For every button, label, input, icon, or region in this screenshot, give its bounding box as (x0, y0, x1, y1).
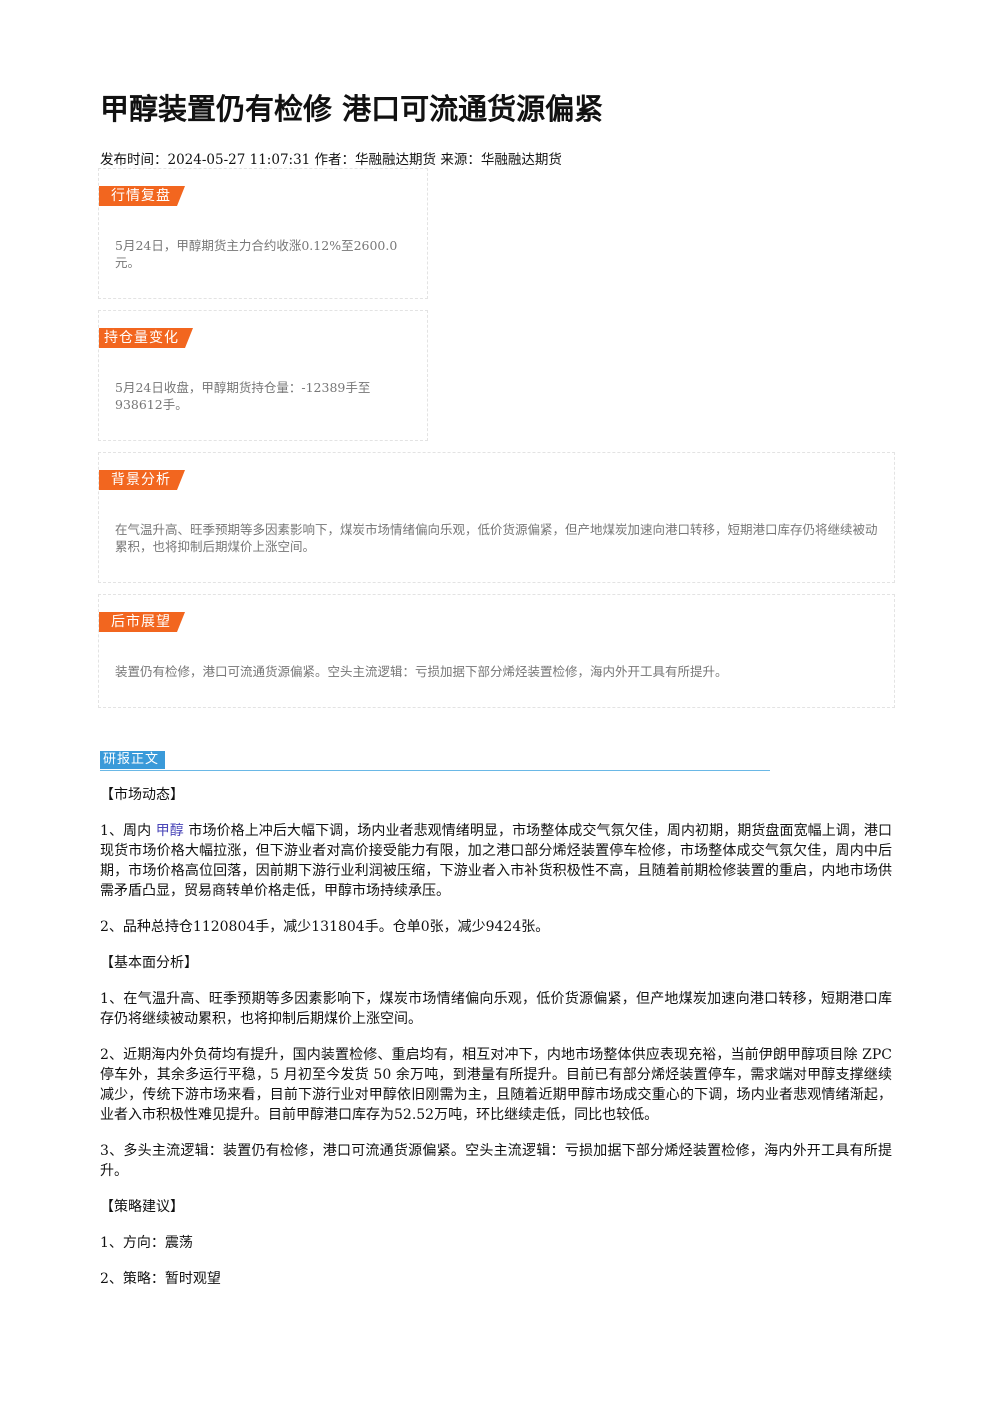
methanol-link[interactable]: 甲醇 (155, 823, 184, 839)
report-body: 【市场动态】 1、周内 甲醇 市场价格上冲后大幅下调，场内业者悲观情绪明显，市场… (100, 785, 892, 1305)
report-heading: 研报正文 (100, 751, 166, 769)
report-section-header: 研报正文 (100, 751, 770, 771)
outlook-card: 后市展望 装置仍有检修，港口可流通货源偏紧。空头主流逻辑：亏损加据下部分烯烃装置… (98, 594, 895, 708)
background-card: 背景分析 在气温升高、旺季预期等多因素影响下，煤炭市场情绪偏向乐观，低价货源偏紧… (98, 452, 895, 583)
market-review-card: 行情复盘 5月24日，甲醇期货主力合约收涨0.12%至2600.0元。 (98, 168, 428, 299)
fundamental-paragraph-3: 3、多头主流逻辑：装置仍有检修，港口可流通货源偏紧。空头主流逻辑：亏损加据下部分… (100, 1143, 892, 1179)
outlook-tag: 后市展望 (99, 612, 185, 632)
fundamental-paragraph-2: 2、近期海内外负荷均有提升，国内装置检修、重启均有，相互对冲下，内地市场整体供应… (100, 1047, 892, 1123)
background-tag: 背景分析 (99, 470, 185, 490)
background-text: 在气温升高、旺季预期等多因素影响下，煤炭市场情绪偏向乐观，低价货源偏紧，但产地煤… (115, 522, 878, 554)
strategy-plan: 2、策略：暂时观望 (100, 1271, 221, 1287)
market-paragraph-1-prefix: 1、周内 (100, 823, 152, 839)
strategy-title: 【策略建议】 (100, 1199, 184, 1215)
article-meta: 发布时间：2024-05-27 11:07:31 作者：华融融达期货 来源：华融… (100, 152, 562, 168)
market-paragraph-1: 1、周内 甲醇 市场价格上冲后大幅下调，场内业者悲观情绪明显，市场整体成交气氛欠… (100, 821, 892, 901)
market-review-tag: 行情复盘 (99, 186, 185, 206)
strategy-direction: 1、方向：震荡 (100, 1235, 193, 1251)
market-paragraph-2: 2、品种总持仓1120804手，减少131804手。仓单0张，减少9424张。 (100, 919, 550, 935)
market-paragraph-1-rest: 市场价格上冲后大幅下调，场内业者悲观情绪明显，市场整体成交气氛欠佳，周内初期，期… (100, 823, 893, 899)
market-dynamics-title: 【市场动态】 (100, 787, 184, 803)
position-change-card: 持仓量变化 5月24日收盘，甲醇期货持仓量：-12389手至938612手。 (98, 310, 428, 441)
page-title: 甲醇装置仍有检修 港口可流通货源偏紧 (100, 92, 604, 126)
market-review-text: 5月24日，甲醇期货主力合约收涨0.12%至2600.0元。 (115, 238, 398, 270)
position-change-text: 5月24日收盘，甲醇期货持仓量：-12389手至938612手。 (115, 380, 371, 412)
position-change-tag: 持仓量变化 (99, 328, 193, 348)
outlook-text: 装置仍有检修，港口可流通货源偏紧。空头主流逻辑：亏损加据下部分烯烃装置检修，海内… (115, 664, 728, 679)
fundamental-paragraph-1: 1、在气温升高、旺季预期等多因素影响下，煤炭市场情绪偏向乐观，低价货源偏紧，但产… (100, 991, 892, 1027)
fundamental-title: 【基本面分析】 (100, 955, 198, 971)
